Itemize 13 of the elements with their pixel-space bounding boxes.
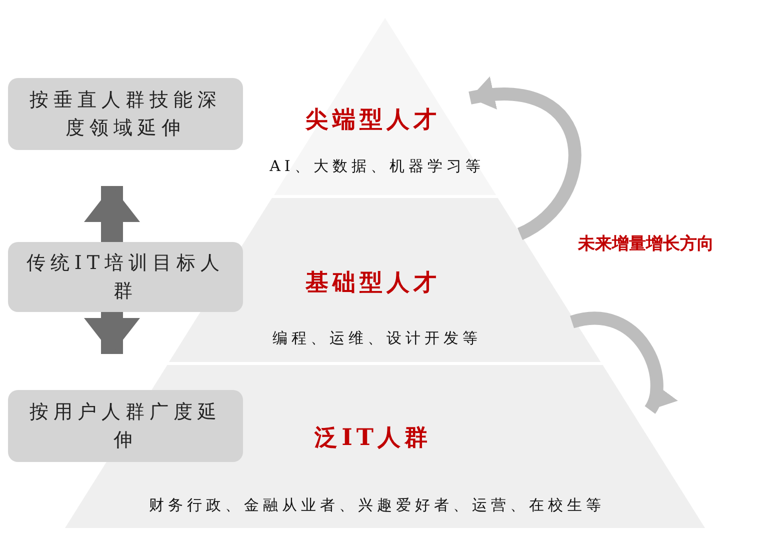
curved-arrow [469, 78, 582, 240]
tier-title: 尖端型人才 [305, 105, 440, 135]
tier-description: 编程、运维、设计开发等 [272, 329, 482, 348]
block-arrow [84, 312, 140, 354]
tier-description: AI、大数据、机器学习等 [270, 157, 484, 176]
text-box: 按用户人群广度延伸 [8, 390, 243, 462]
annotation-text: 未来增量增长方向 [578, 233, 714, 255]
curved-arrow [570, 312, 676, 413]
tier-title: 泛IT人群 [314, 423, 432, 453]
tier-title: 基础型人才 [305, 268, 440, 298]
tier-description: 财务行政、金融从业者、兴趣爱好者、运营、在校生等 [149, 496, 605, 515]
text-box: 按垂直人群技能深度领域延伸 [8, 78, 243, 150]
text-box: 传统IT培训目标人群 [8, 242, 243, 312]
